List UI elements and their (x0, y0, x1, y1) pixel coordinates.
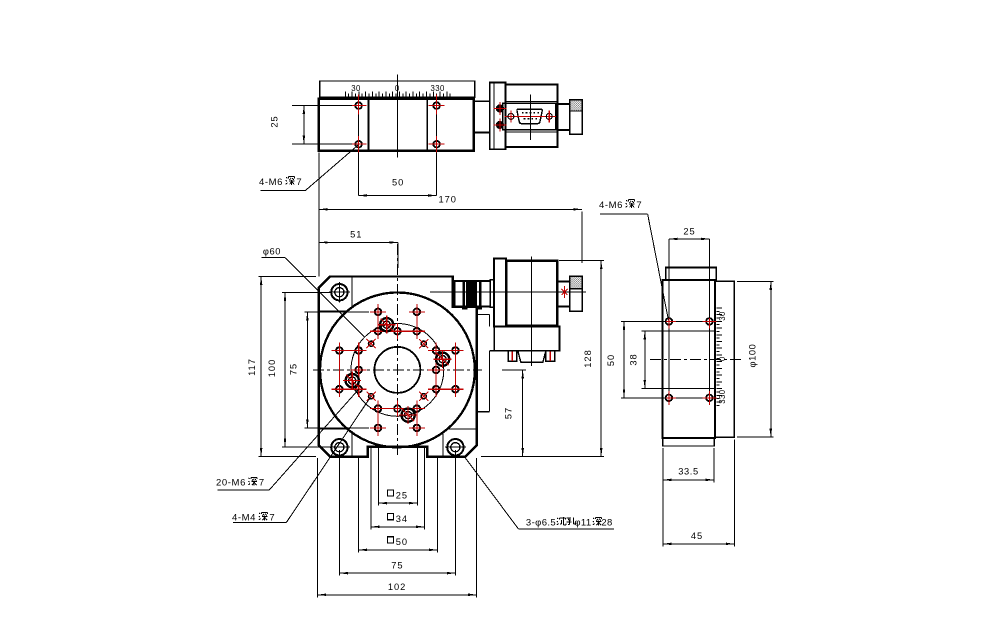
svg-text:50: 50 (606, 354, 616, 366)
svg-text:51: 51 (350, 230, 362, 240)
svg-text:128: 128 (583, 349, 593, 368)
svg-text:38: 38 (629, 353, 639, 365)
svg-text:330: 330 (718, 389, 727, 403)
svg-text:25: 25 (683, 227, 695, 237)
svg-text:57: 57 (504, 407, 514, 419)
svg-text:25: 25 (396, 490, 408, 500)
svg-text:28: 28 (601, 518, 612, 529)
svg-text:φ11: φ11 (574, 518, 591, 529)
svg-text:25: 25 (270, 115, 280, 127)
svg-text:330: 330 (430, 84, 444, 93)
svg-text:4-M6: 4-M6 (259, 177, 283, 188)
svg-text:20-M6: 20-M6 (216, 478, 246, 489)
svg-text:50: 50 (392, 178, 404, 188)
svg-text:3-φ6.5: 3-φ6.5 (526, 518, 556, 529)
svg-text:4-M6: 4-M6 (599, 200, 623, 211)
svg-text:7: 7 (296, 177, 302, 188)
svg-text:100: 100 (267, 359, 277, 378)
svg-text:102: 102 (388, 582, 407, 592)
svg-text:7: 7 (636, 200, 642, 211)
svg-text:φ100: φ100 (748, 344, 758, 368)
svg-text:50: 50 (396, 537, 408, 547)
svg-text:75: 75 (289, 363, 299, 375)
svg-text:4-M4: 4-M4 (232, 513, 256, 524)
svg-text:φ60: φ60 (263, 247, 281, 257)
svg-text:45: 45 (691, 531, 703, 541)
svg-text:7: 7 (269, 513, 275, 524)
svg-text:34: 34 (396, 514, 408, 524)
svg-text:33.5: 33.5 (678, 467, 699, 477)
svg-text:0: 0 (718, 356, 727, 361)
svg-text:30: 30 (351, 84, 361, 93)
svg-text:30: 30 (718, 311, 727, 321)
svg-text:75: 75 (391, 560, 403, 570)
svg-text:7: 7 (259, 478, 265, 489)
svg-text:170: 170 (438, 194, 457, 204)
svg-text:117: 117 (247, 358, 257, 376)
